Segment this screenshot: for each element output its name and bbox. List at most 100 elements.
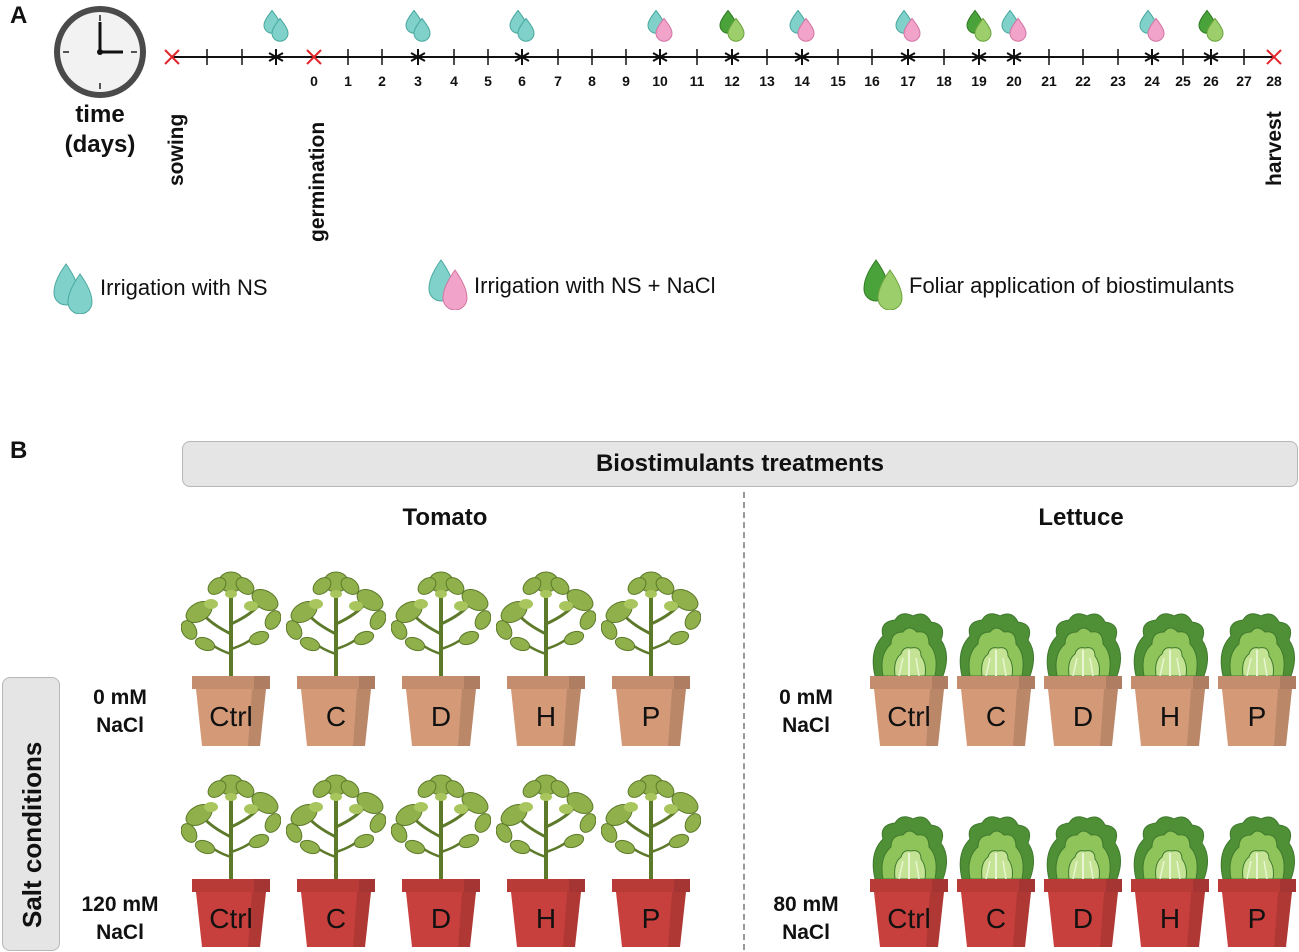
- foliar-drop-icon: [1198, 9, 1224, 42]
- ns-drop-icon: [263, 9, 289, 42]
- lettuce-plant-icon: [1217, 813, 1297, 888]
- tomato-plant-icon: [180, 767, 282, 887]
- clock-icon: [54, 6, 146, 98]
- treatment-label: D: [1072, 701, 1094, 732]
- day-tick-label: 24: [1144, 73, 1160, 89]
- sowing-marker: [164, 49, 180, 65]
- treatment-label: D: [1072, 903, 1094, 934]
- time-axis-label: time (days): [50, 100, 150, 160]
- salt-value: 0 mM: [93, 686, 147, 709]
- tomato-plant-icon: [495, 767, 597, 887]
- lettuce-plant-icon: [1217, 610, 1297, 685]
- tomato-pot-p: P: [612, 676, 690, 746]
- ns-drop-icon: [405, 9, 431, 42]
- salt-conditions-banner: Salt conditions: [2, 677, 60, 951]
- day-tick-label: 27: [1236, 73, 1252, 89]
- day-tick-label: 12: [724, 73, 740, 89]
- day-tick-label: 11: [689, 73, 705, 89]
- day-tick-label: 1: [344, 73, 352, 89]
- lettuce-plant-icon: [1043, 610, 1123, 685]
- lettuce-plant-icon: [1130, 610, 1210, 685]
- lettuce-plant-icon: [1043, 813, 1123, 888]
- treatment-label: H: [1159, 903, 1181, 934]
- lettuce-plant-icon: [869, 610, 949, 685]
- ns-nacl-drop-icon: [895, 9, 921, 42]
- day-tick-label: 14: [794, 73, 810, 89]
- salt-unit: NaCl: [96, 714, 144, 737]
- treatment-label: Ctrl: [209, 701, 253, 732]
- treatment-label: P: [641, 903, 661, 934]
- lettuce-row1-salt-label: 0 mM NaCl: [756, 684, 856, 740]
- treatment-label: C: [325, 701, 347, 732]
- treatment-label: C: [985, 701, 1007, 732]
- lettuce-plant-icon: [869, 813, 949, 888]
- salt-value: 0 mM: [779, 686, 833, 709]
- treatment-label: Ctrl: [887, 701, 931, 732]
- tomato-pot-h: H: [507, 676, 585, 746]
- tomato-plant-icon: [600, 767, 702, 887]
- legend-ns-nacl-drop-icon: [428, 259, 468, 310]
- sowing-label: sowing: [165, 113, 188, 186]
- legend-foliar-drop-icon: [863, 259, 903, 310]
- day-tick-label: 22: [1075, 73, 1091, 89]
- treatment-label: C: [325, 903, 347, 934]
- germination-marker: [306, 49, 322, 65]
- lettuce-pot-ctrl: Ctrl: [870, 676, 948, 746]
- tomato-pot-c: C: [297, 879, 375, 947]
- tomato-title: Tomato: [402, 504, 488, 531]
- treatment-label: D: [430, 903, 452, 934]
- salt-value: 80 mM: [773, 893, 839, 916]
- section-divider: [743, 492, 745, 950]
- ns-nacl-drop-icon: [647, 9, 673, 42]
- panel-b-letter: B: [10, 437, 28, 464]
- timeline: [164, 9, 1282, 65]
- day-tick-label: 0: [310, 73, 318, 89]
- lettuce-pot-c: C: [957, 879, 1035, 947]
- ns-nacl-drop-icon: [789, 9, 815, 42]
- day-tick-label: 5: [484, 73, 492, 89]
- tomato-pot-c: C: [297, 676, 375, 746]
- salt-value: 120 mM: [81, 893, 159, 916]
- day-tick-label: 8: [588, 73, 596, 89]
- irrigation-event-marker: [794, 49, 810, 65]
- lettuce-pot-c: C: [957, 676, 1035, 746]
- salt-conditions-label: Salt conditions: [17, 741, 47, 928]
- lettuce-pot-d: D: [1044, 879, 1122, 947]
- irrigation-event-marker: [1203, 49, 1219, 65]
- treatment-label: H: [535, 903, 557, 934]
- lettuce-pot-d: D: [1044, 676, 1122, 746]
- day-tick-label: 16: [864, 73, 880, 89]
- tomato-pot-h: H: [507, 879, 585, 947]
- tomato-pot-ctrl: Ctrl: [192, 879, 270, 947]
- treatment-label: D: [430, 701, 452, 732]
- lettuce-row2-salt-label: 80 mM NaCl: [756, 891, 856, 947]
- irrigation-event-marker: [1006, 49, 1022, 65]
- salt-unit: NaCl: [96, 921, 144, 944]
- irrigation-event-marker: [410, 49, 426, 65]
- tomato-plant-icon: [285, 767, 387, 887]
- foliar-drop-icon: [719, 9, 745, 42]
- day-tick-label: 20: [1006, 73, 1022, 89]
- day-tick-label: 18: [936, 73, 952, 89]
- tomato-pot-ctrl: Ctrl: [192, 676, 270, 746]
- day-tick-label: 15: [830, 73, 846, 89]
- lettuce-pot-h: H: [1131, 879, 1209, 947]
- tomato-plant-icon: [495, 564, 597, 684]
- irrigation-event-marker: [514, 49, 530, 65]
- irrigation-event-marker: [1144, 49, 1160, 65]
- irrigation-event-marker: [652, 49, 668, 65]
- treatment-label: C: [985, 903, 1007, 934]
- treatment-label: P: [1247, 701, 1267, 732]
- tomato-pot-p: P: [612, 879, 690, 947]
- tomato-plant-icon: [600, 564, 702, 684]
- lettuce-pot-p: P: [1218, 676, 1296, 746]
- irrigation-event-marker: [900, 49, 916, 65]
- day-tick-label: 9: [622, 73, 630, 89]
- ns-nacl-drop-icon: [1139, 9, 1165, 42]
- harvest-label: harvest: [1263, 111, 1286, 186]
- ns-drop-icon: [509, 9, 535, 42]
- day-tick-label: 17: [900, 73, 916, 89]
- salt-unit: NaCl: [782, 714, 830, 737]
- lettuce-pot-ctrl: Ctrl: [870, 879, 948, 947]
- treatment-label: Ctrl: [209, 903, 253, 934]
